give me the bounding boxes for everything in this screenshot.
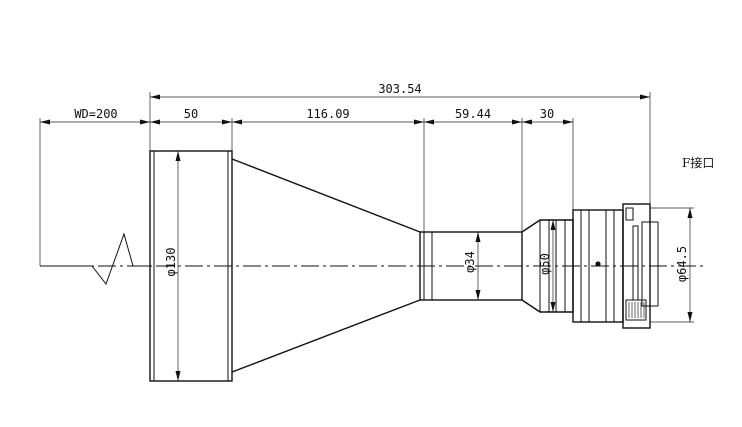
middle-tube <box>419 231 523 301</box>
total-length-label: 303.54 <box>378 82 421 96</box>
working-distance-label: WD=200 <box>74 107 117 121</box>
cone-section <box>231 158 421 373</box>
front-barrel <box>149 150 233 382</box>
extension-lines <box>39 92 694 323</box>
segment-dimensions: WD=200 50 116.09 59.44 30 <box>40 107 573 125</box>
front-diameter-dimension: φ130 <box>164 151 181 381</box>
f-mount <box>622 203 659 329</box>
front-barrel-length-label: 50 <box>184 107 198 121</box>
mount-type-label: F接口 <box>682 155 714 170</box>
middle-diameter-dimension: φ34 <box>463 232 481 300</box>
rear-diameter-label: φ50 <box>538 253 552 275</box>
middle-length-label: 59.44 <box>455 107 491 121</box>
cone-length-label: 116.09 <box>306 107 349 121</box>
rear-length-label: 30 <box>540 107 554 121</box>
rear-tube <box>521 219 574 313</box>
middle-diameter-label: φ34 <box>463 251 477 273</box>
total-length-dimension: 303.54 <box>150 82 650 100</box>
working-distance-break-line <box>40 232 150 286</box>
front-diameter-label: φ130 <box>164 248 178 277</box>
mount-diameter-dimension: φ64.5 <box>675 208 693 322</box>
rear-diameter-dimension: φ50 <box>538 220 556 312</box>
mount-diameter-label: φ64.5 <box>675 246 689 282</box>
